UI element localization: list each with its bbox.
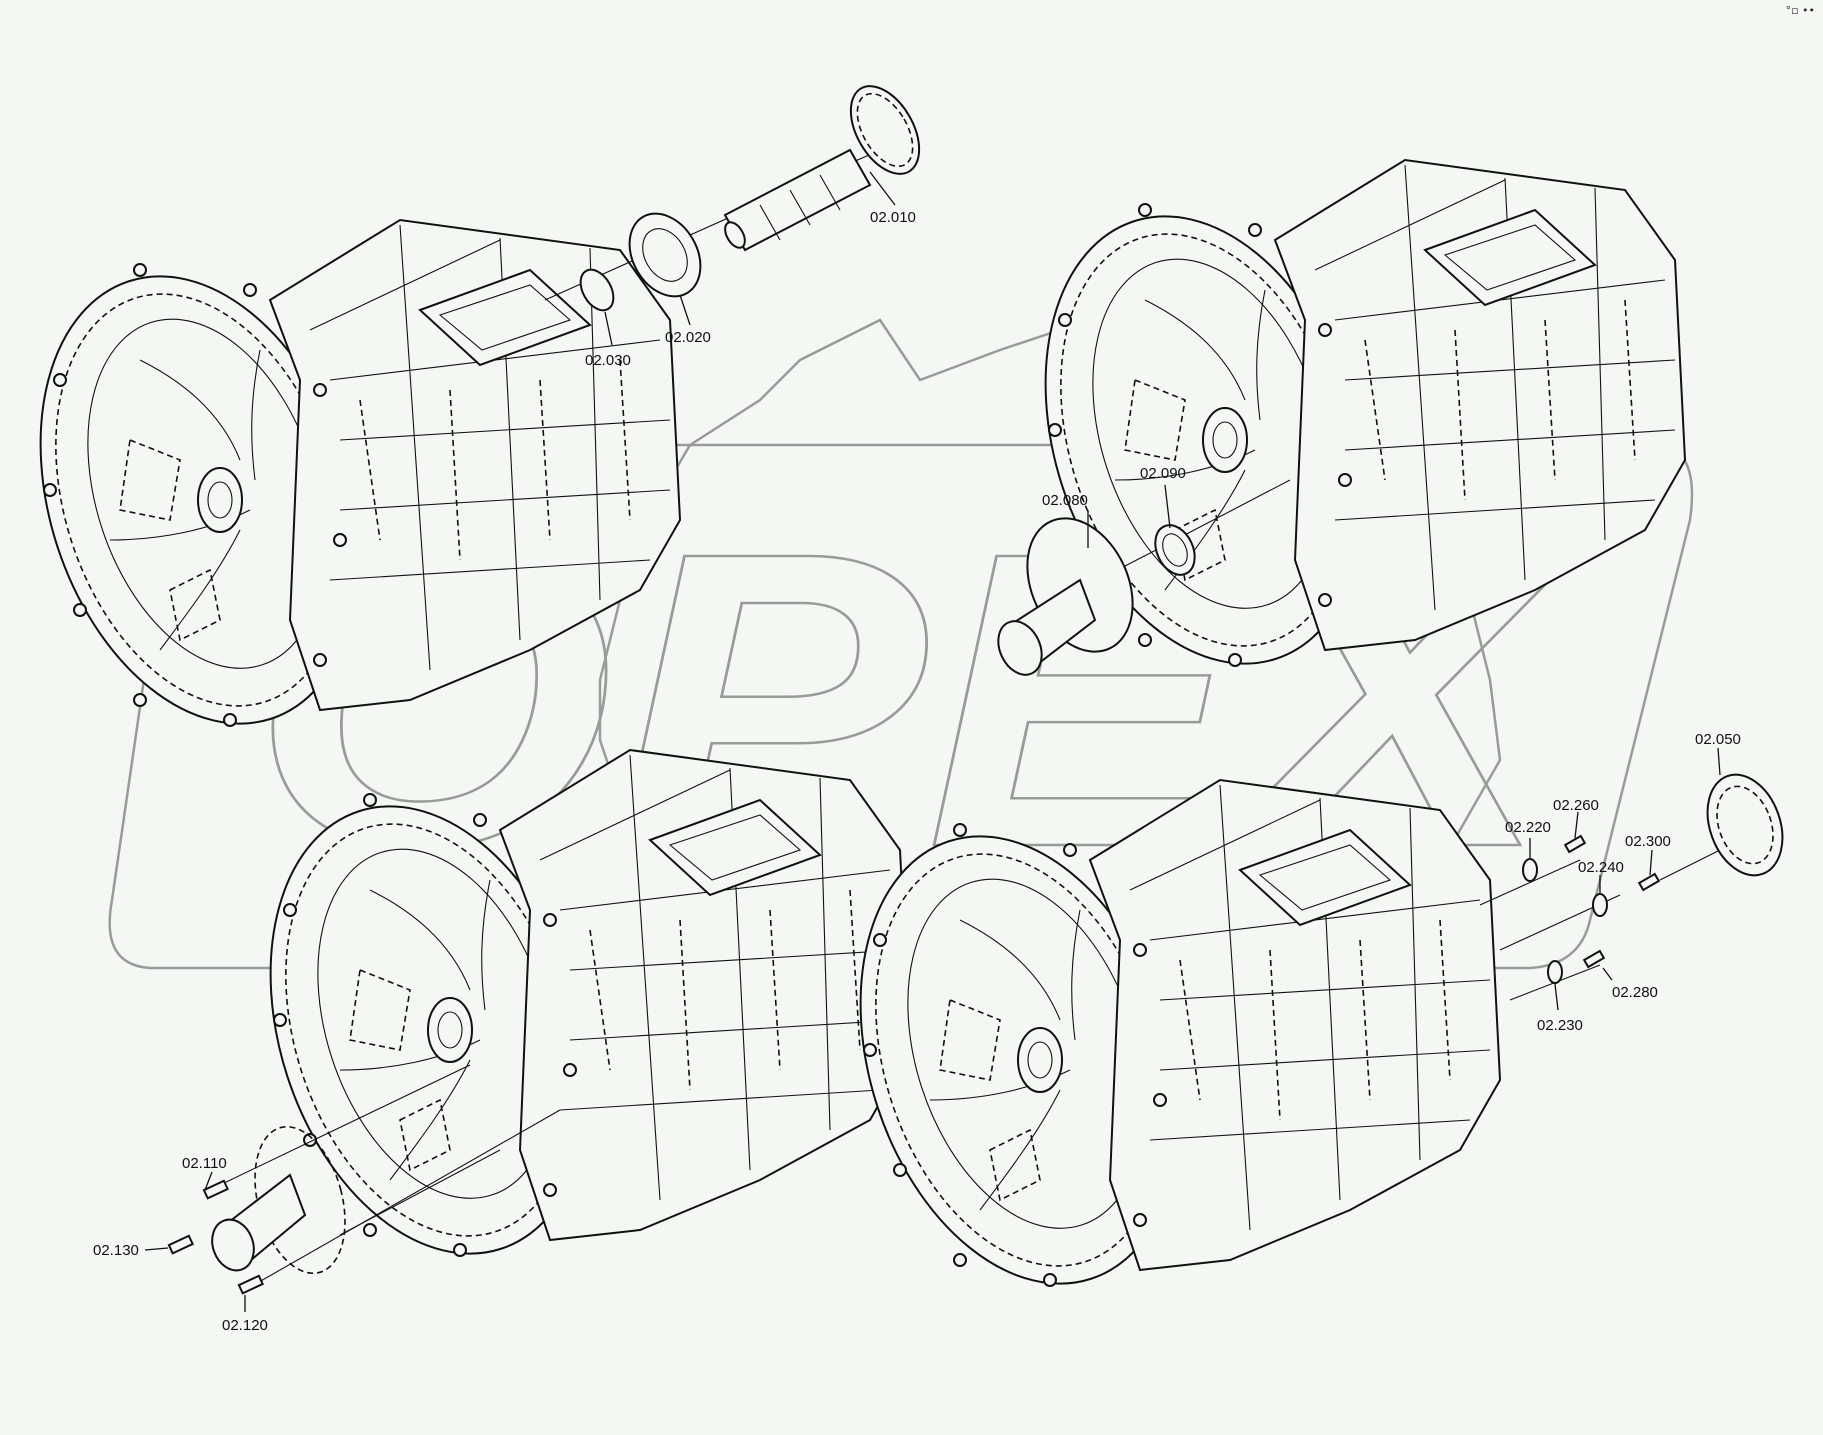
- callout-02240: 02.240: [1578, 859, 1624, 876]
- callout-02110: 02.110: [182, 1155, 227, 1172]
- washer-02230-part: [1547, 960, 1563, 984]
- snap-ring-part: [579, 268, 615, 312]
- seal-ring-part: [1154, 524, 1196, 576]
- bolt-02110-part: [202, 1179, 229, 1200]
- washer-02220-part: [1522, 858, 1538, 882]
- callout-02230: 02.230: [1537, 1017, 1583, 1034]
- callout-02300: 02.300: [1625, 833, 1671, 850]
- input-shaft-assembly: [544, 85, 921, 346]
- input-shaft-part: [723, 148, 872, 252]
- callout-02120: 02.120: [222, 1317, 268, 1334]
- callout-02280: 02.280: [1612, 984, 1658, 1001]
- input-shaft-gear-part: [849, 85, 921, 175]
- callout-02130: 02.130: [93, 1242, 139, 1259]
- callout-02030: 02.030: [585, 352, 631, 369]
- bolt-02280-part: [1582, 949, 1606, 969]
- bolt-02130-part: [167, 1234, 194, 1255]
- corner-mark: °▫ ••: [1785, 4, 1815, 17]
- bolt-02120-part: [237, 1274, 264, 1295]
- bolt-02300-part: [1637, 872, 1661, 892]
- callout-02090: 02.090: [1140, 465, 1186, 482]
- callout-02080: 02.080: [1042, 492, 1088, 509]
- cover-sleeve-assembly: [144, 1064, 561, 1312]
- bolt-washer-assembly: [1479, 747, 1784, 1011]
- callout-02220: 02.220: [1505, 819, 1551, 836]
- callout-02010: 02.010: [870, 209, 916, 226]
- callout-02050: 02.050: [1695, 731, 1741, 748]
- cover-dashed-flange-part: [254, 1125, 346, 1275]
- release-sleeve-assembly: [997, 479, 1291, 676]
- bolt-02260-part: [1563, 834, 1587, 854]
- callout-02020: 02.020: [665, 329, 711, 346]
- washer-02240-part: [1592, 893, 1608, 917]
- callout-02260: 02.260: [1553, 797, 1599, 814]
- ring-gear-part: [1706, 773, 1784, 877]
